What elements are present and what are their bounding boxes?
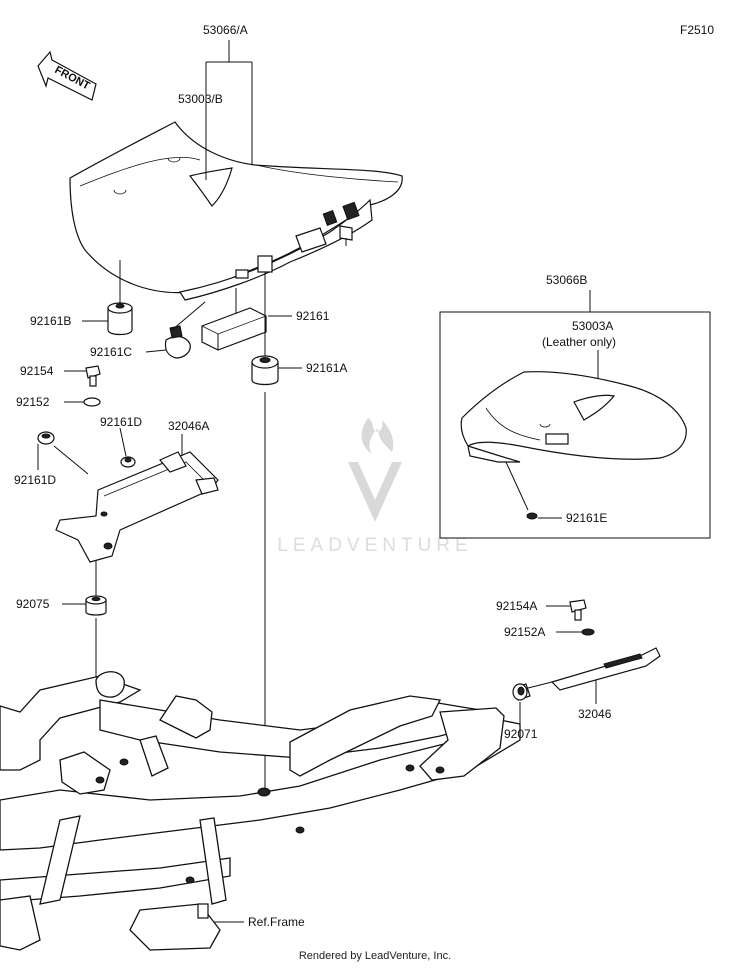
grommet-92161a [251, 355, 279, 386]
inset-box [439, 311, 711, 539]
label-32046: 32046 [578, 707, 612, 721]
watermark-text: LEADVENTURE [277, 535, 472, 556]
grommet-92161b [107, 302, 133, 336]
label-92161d-right: 92161D [100, 415, 142, 429]
label-92161c: 92161C [90, 345, 132, 359]
inset-passenger-seat: 53066B 53003A (Leather only) 92161E [439, 273, 711, 539]
label-92075: 92075 [16, 597, 50, 611]
bracket-32046a [55, 451, 219, 563]
label-92161b: 92161B [30, 314, 71, 328]
label-92071: 92071 [504, 727, 538, 741]
label-53066-a: 53066/A [203, 23, 248, 37]
leadventure-watermark: LEADVENTURE [277, 418, 472, 556]
label-32046a: 32046A [168, 419, 209, 433]
label-92161: 92161 [296, 309, 330, 323]
label-92154a: 92154A [496, 599, 537, 613]
label-92154: 92154 [20, 364, 54, 378]
footer-credit: Rendered by LeadVenture, Inc. [298, 950, 452, 962]
bracket-32046 [550, 647, 661, 691]
washer-92152a [581, 628, 595, 636]
label-92161a: 92161A [306, 361, 347, 375]
label-leather-only: (Leather only) [542, 335, 616, 349]
label-53003a: 53003A [572, 319, 613, 333]
grommet-92161d-left [37, 431, 55, 445]
grommet-92161c [164, 325, 191, 359]
front-seat [69, 121, 403, 301]
washer-92152 [83, 397, 101, 407]
label-ref-frame: Ref.Frame [248, 915, 305, 929]
bolt-92154 [85, 365, 101, 387]
figure-code: F2510 [680, 23, 714, 37]
label-53003-b: 53003/B [178, 92, 223, 106]
damper-92075 [85, 595, 107, 616]
damper-92071 [512, 683, 531, 701]
frame [0, 671, 521, 951]
grommet-92161e [526, 512, 538, 520]
label-92161e: 92161E [566, 511, 607, 525]
label-92152a: 92152A [504, 625, 545, 639]
bolt-92154a [569, 599, 587, 621]
label-92152: 92152 [16, 395, 50, 409]
damper-92161 [201, 307, 267, 351]
label-92161d-left: 92161D [14, 473, 56, 487]
grommet-92161d-right [120, 456, 136, 468]
front-arrow: FRONT [37, 50, 97, 101]
label-53066b: 53066B [546, 273, 587, 287]
